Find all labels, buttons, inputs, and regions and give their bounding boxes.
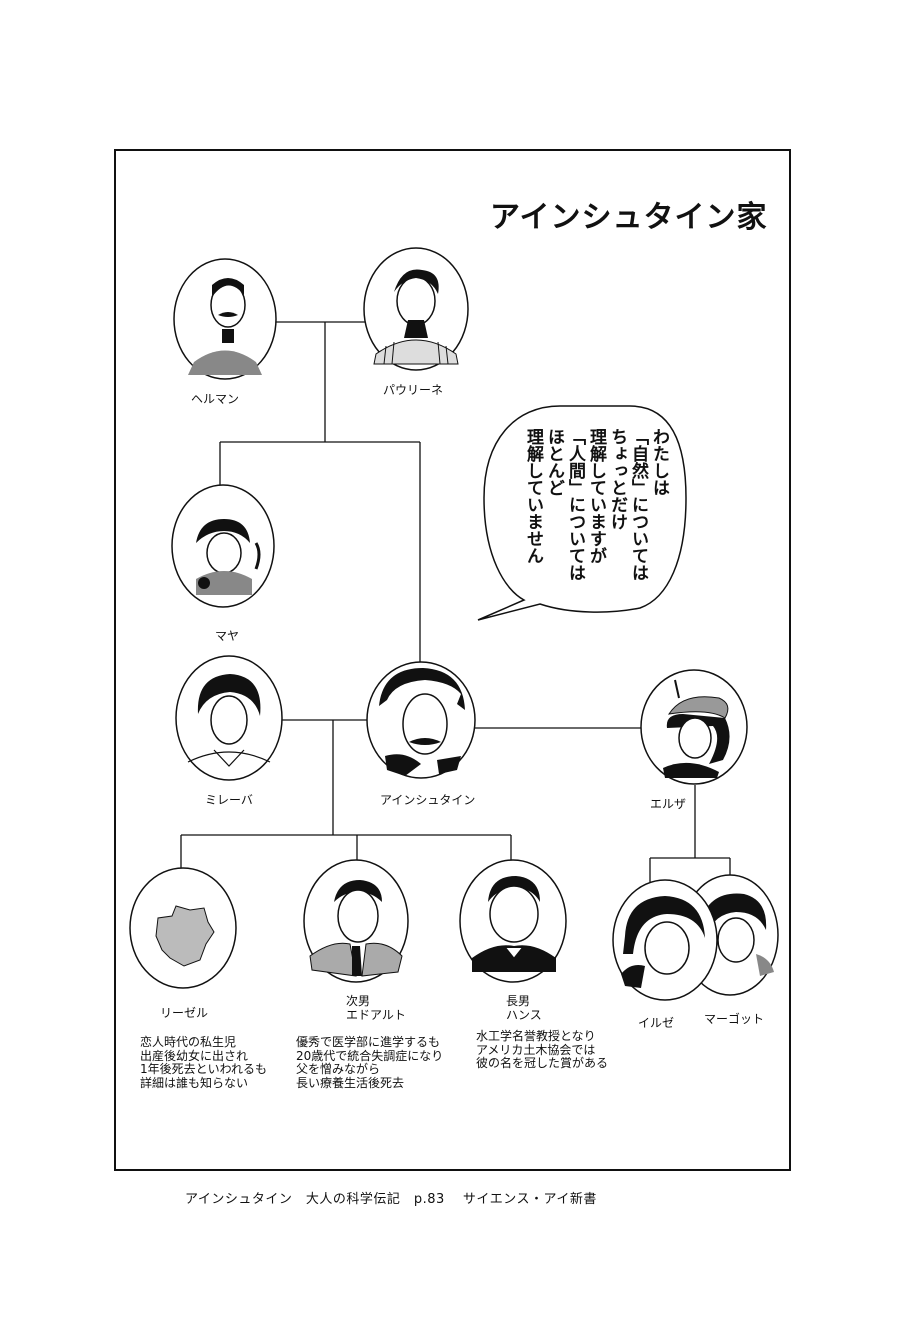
bubble-line: 「人間」については (565, 428, 585, 581)
speech-bubble-text: わたしは 「自然」については ちょっとだけ 理解していますが 「人間」については… (522, 428, 669, 588)
role-eduard-line: 次男 (346, 994, 371, 1008)
bubble-line: 理解していますが (586, 428, 606, 564)
note-hans: 水工学名誉教授となり アメリカ土木協会では 彼の名を冠した賞がある (476, 1029, 609, 1071)
note-line: 詳細は誰も知らない (140, 1075, 249, 1090)
note-line: 彼の名を冠した賞がある (476, 1056, 609, 1070)
note-line: 恋人時代の私生児 (140, 1035, 237, 1049)
name-hermann: ヘルマン (191, 392, 240, 406)
role-hans-line: 長男 (506, 994, 531, 1008)
portrait-albert (366, 661, 476, 779)
note-line: アメリカ土木協会では (476, 1042, 596, 1057)
diagram-frame (114, 149, 791, 1171)
name-pauline: パウリーネ (383, 383, 444, 397)
portrait-pauline (363, 247, 469, 371)
note-lieserl: 恋人時代の私生児 出産後幼女に出され 1年後死去といわれるも 詳細は誰も知らない (140, 1035, 268, 1090)
role-eduard: 次男 エドアルト (346, 994, 406, 1022)
note-line: 長い療養生活後死去 (296, 1075, 405, 1090)
name-mileva: ミレーバ (205, 793, 253, 807)
portrait-elsa (640, 669, 748, 785)
portrait-ilse (612, 879, 718, 1001)
note-line: 20歳代で統合失調症になり (296, 1048, 444, 1063)
name-lieserl: リーゼル (160, 1006, 209, 1020)
note-line: 優秀で医学部に進学するも (296, 1035, 441, 1049)
name-elsa: エルザ (650, 797, 687, 811)
bubble-line: わたしは (649, 428, 669, 496)
speech-bubble (477, 405, 687, 621)
note-line: 出産後幼女に出され (140, 1048, 249, 1063)
role-hans: 長男 ハンス (506, 994, 542, 1022)
portrait-hermann (173, 258, 277, 380)
portrait-lieserl (129, 867, 237, 989)
note-line: 父を憎みながら (296, 1062, 381, 1076)
portrait-eduard (303, 859, 409, 983)
note-line: 水工学名誉教授となり (476, 1029, 596, 1043)
bubble-line: ほとんど (544, 428, 564, 496)
name-albert: アインシュタイン (380, 793, 476, 807)
role-eduard-line: エドアルト (346, 1008, 406, 1022)
page-title: アインシュタイン家 (490, 200, 768, 235)
portrait-maja (171, 484, 275, 608)
bubble-line: ちょっとだけ (607, 428, 627, 530)
source-caption: アインシュタイン 大人の科学伝記 p.83 サイエンス・アイ新書 (185, 1192, 597, 1207)
note-line: 1年後死去といわれるも (140, 1062, 268, 1076)
role-hans-line: ハンス (506, 1008, 542, 1022)
portrait-hans (459, 859, 567, 983)
portrait-mileva (175, 655, 283, 781)
name-maja: マヤ (215, 629, 240, 643)
bubble-line: 理解していません (523, 428, 543, 564)
name-margot: マーゴット (704, 1012, 765, 1026)
bubble-line: 「自然」については (628, 428, 648, 581)
note-eduard: 優秀で医学部に進学するも 20歳代で統合失調症になり 父を憎みながら 長い療養生… (296, 1035, 444, 1090)
name-ilse: イルゼ (638, 1016, 675, 1030)
